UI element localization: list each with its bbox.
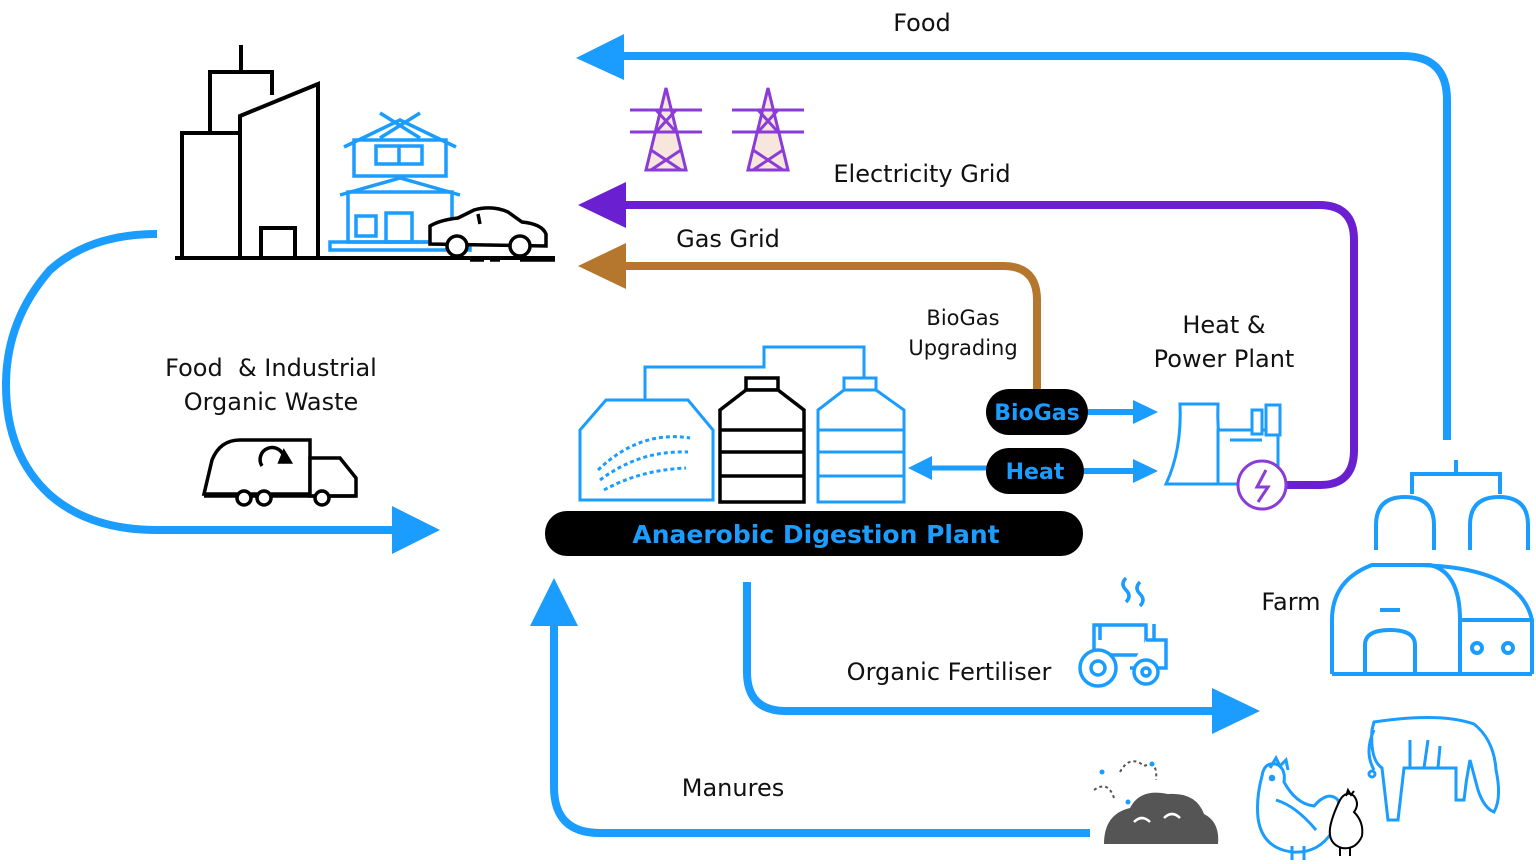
digester-tank-icon <box>816 376 906 504</box>
biogas-pill <box>986 389 1088 435</box>
waste-label-2: Organic Waste <box>184 388 359 416</box>
garbage-truck-icon <box>201 438 358 507</box>
waste-flow-arrow <box>1 230 440 554</box>
digester-tank-icon <box>718 376 806 504</box>
electricity-grid-label: Electricity Grid <box>833 160 1010 188</box>
gas-grid-flow-arrow <box>578 243 1041 390</box>
biogas-upgrading-label-2: Upgrading <box>908 336 1017 360</box>
power-pylon-icon <box>630 87 702 172</box>
biogas-to-plant-arrow <box>1088 400 1158 424</box>
heat-to-digester-arrow <box>908 456 988 480</box>
heat-to-plant-arrow <box>1084 459 1158 483</box>
gas-grid-label: Gas Grid <box>676 225 780 253</box>
cow-icon <box>1367 715 1501 822</box>
ad-plant-label: Anaerobic Digestion Plant <box>632 520 999 549</box>
electricity-flow-arrow <box>578 182 1358 489</box>
manure-pile-icon <box>1093 760 1219 844</box>
fertiliser-flow-arrow <box>743 582 1260 734</box>
food-flow-arrow <box>576 34 1451 440</box>
organic-fertiliser-label: Organic Fertiliser <box>847 658 1052 686</box>
heat-power-label-2: Power Plant <box>1154 345 1295 373</box>
chicken-icon <box>1328 787 1364 856</box>
digester-pipes <box>643 345 866 400</box>
digester-tank-icon <box>578 398 715 502</box>
ad-plant-bar <box>545 511 1083 556</box>
biogas-pill-label: BioGas <box>994 401 1079 426</box>
biogas-upgrading-label-1: BioGas <box>926 306 999 330</box>
car-icon <box>428 206 555 262</box>
waste-label-1: Food & Industrial <box>165 354 377 382</box>
lightning-icon <box>1236 459 1288 511</box>
power-pylon-icon <box>732 87 804 172</box>
farm-label: Farm <box>1261 588 1320 616</box>
chicken-icon <box>1256 754 1341 860</box>
manures-label: Manures <box>682 774 784 802</box>
heat-pill <box>986 448 1084 494</box>
tractor-icon <box>1078 576 1168 688</box>
food-label: Food <box>893 9 951 37</box>
city-buildings-icon <box>175 45 555 260</box>
heat-pill-label: Heat <box>1006 460 1065 485</box>
farm-barn-icon <box>1330 460 1534 676</box>
house-icon <box>328 111 472 252</box>
heat-power-label-1: Heat & <box>1182 311 1265 339</box>
manures-flow-arrow <box>530 578 1090 837</box>
